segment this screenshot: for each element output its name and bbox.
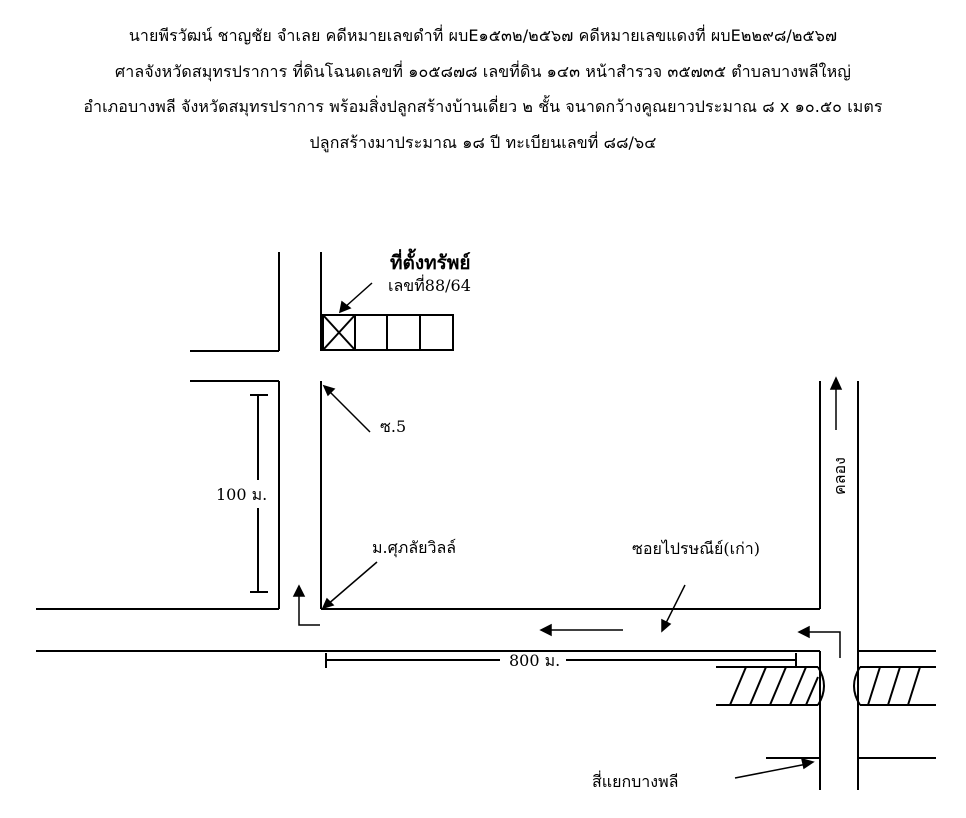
distance-800-marker xyxy=(325,653,797,668)
distance-100-marker xyxy=(250,394,268,593)
property-arrow xyxy=(338,282,373,314)
header-line-1: นายพีรวัฒน์ ชาญชัย จำเลย คดีหมายเลขดำที่… xyxy=(128,26,838,45)
road-lines xyxy=(36,252,936,790)
bridge-right xyxy=(853,666,936,706)
canal-arrow xyxy=(829,376,843,430)
canal-label: คลอง xyxy=(830,457,849,495)
junction-label: สี่แยกบางพลี xyxy=(592,770,678,791)
property-plots xyxy=(322,314,454,351)
soi-label: ซ.5 xyxy=(380,417,406,436)
road-direction-arrow xyxy=(539,623,623,637)
turn-arrow-left xyxy=(292,584,320,626)
junction-arrow xyxy=(734,757,815,779)
distance-100-label: 100 ม. xyxy=(216,485,267,504)
village-arrow xyxy=(321,561,378,610)
bridge-left xyxy=(716,666,825,706)
header-line-4: ปลูกสร้างมาประมาณ ๑๘ ปี ทะเบียนเลขที่ ๘๘… xyxy=(309,132,657,152)
header-line-2: ศาลจังหวัดสมุทรปราการ ที่ดินโฉนดเลขที่ ๑… xyxy=(115,61,851,81)
distance-800-label: 800 ม. xyxy=(509,651,560,670)
turn-arrow-junction xyxy=(797,625,841,658)
header-line-3: อำเภอบางพลี จังหวัดสมุทรปราการ พร้อมสิ่ง… xyxy=(83,97,883,116)
property-title: ที่ตั้งทรัพย์ xyxy=(390,248,471,274)
header-text: นายพีรวัฒน์ ชาญชัย จำเลย คดีหมายเลขดำที่… xyxy=(0,18,966,160)
road-label-arrow xyxy=(661,584,686,633)
village-label: ม.ศุภลัยวิลล์ xyxy=(372,538,456,558)
soi-arrow xyxy=(322,384,371,433)
property-number: เลขที่88/64 xyxy=(388,274,471,295)
road-label: ซอยไปรษณีย์(เก่า) xyxy=(632,539,760,558)
